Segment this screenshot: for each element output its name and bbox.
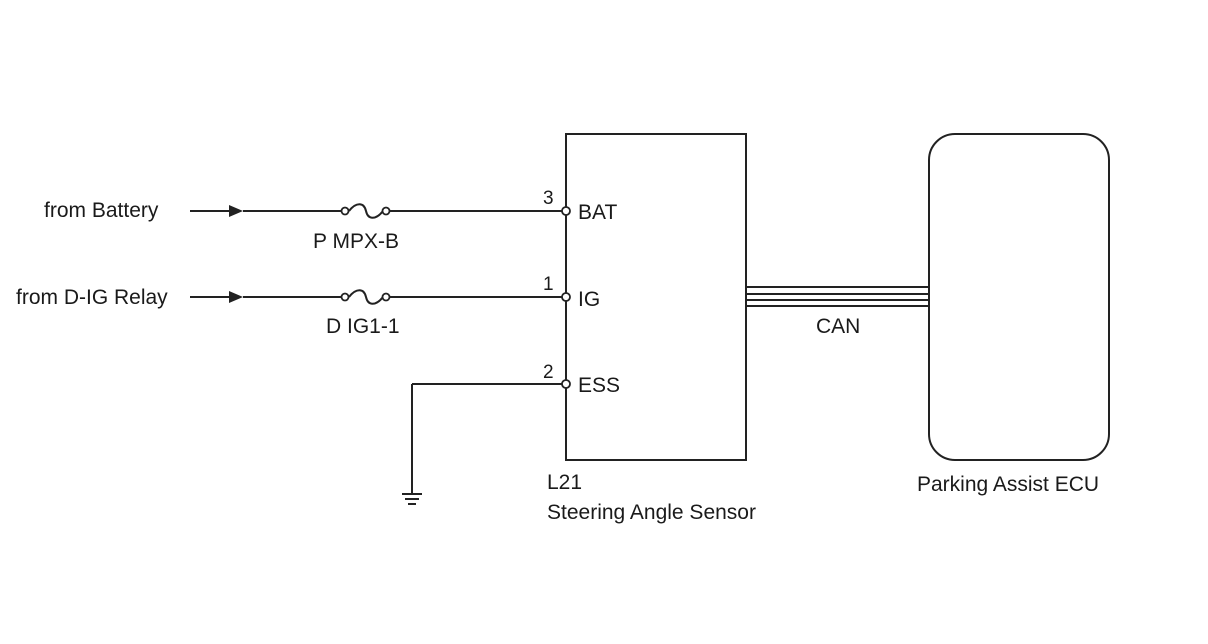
- fuse-pmpxb-label: P MPX-B: [313, 230, 399, 253]
- steering-angle-sensor-box: [565, 133, 747, 461]
- terminal-bat: [561, 206, 571, 216]
- sensor-code: L21: [547, 471, 582, 494]
- terminal-ig: [561, 292, 571, 302]
- ecu-name: Parking Assist ECU: [917, 473, 1099, 496]
- sensor-name: Steering Angle Sensor: [547, 501, 756, 524]
- fuse-icon: [340, 289, 391, 305]
- pin-name-ess: ESS: [578, 374, 620, 397]
- pin-number-bat: 3: [543, 188, 554, 209]
- fuse-dig1-label: D IG1-1: [326, 315, 400, 338]
- can-bus: [746, 286, 929, 307]
- can-label: CAN: [816, 315, 860, 338]
- arrow-right-icon: [229, 291, 243, 303]
- source-battery-label: from Battery: [44, 199, 159, 222]
- pin-number-ig: 1: [543, 274, 554, 295]
- arrow-right-icon: [229, 205, 243, 217]
- parking-assist-ecu-box: [928, 133, 1110, 461]
- source-dig-relay-label: from D-IG Relay: [16, 286, 168, 309]
- pin-name-ig: IG: [578, 288, 600, 311]
- ground-icon: [402, 493, 422, 505]
- terminal-ess: [561, 379, 571, 389]
- pin-number-ess: 2: [543, 362, 554, 383]
- ig-wire: [190, 289, 562, 305]
- bat-wire: [190, 203, 562, 219]
- pin-name-bat: BAT: [578, 201, 617, 224]
- fuse-icon: [340, 203, 391, 219]
- ess-ground-wire: [402, 383, 562, 505]
